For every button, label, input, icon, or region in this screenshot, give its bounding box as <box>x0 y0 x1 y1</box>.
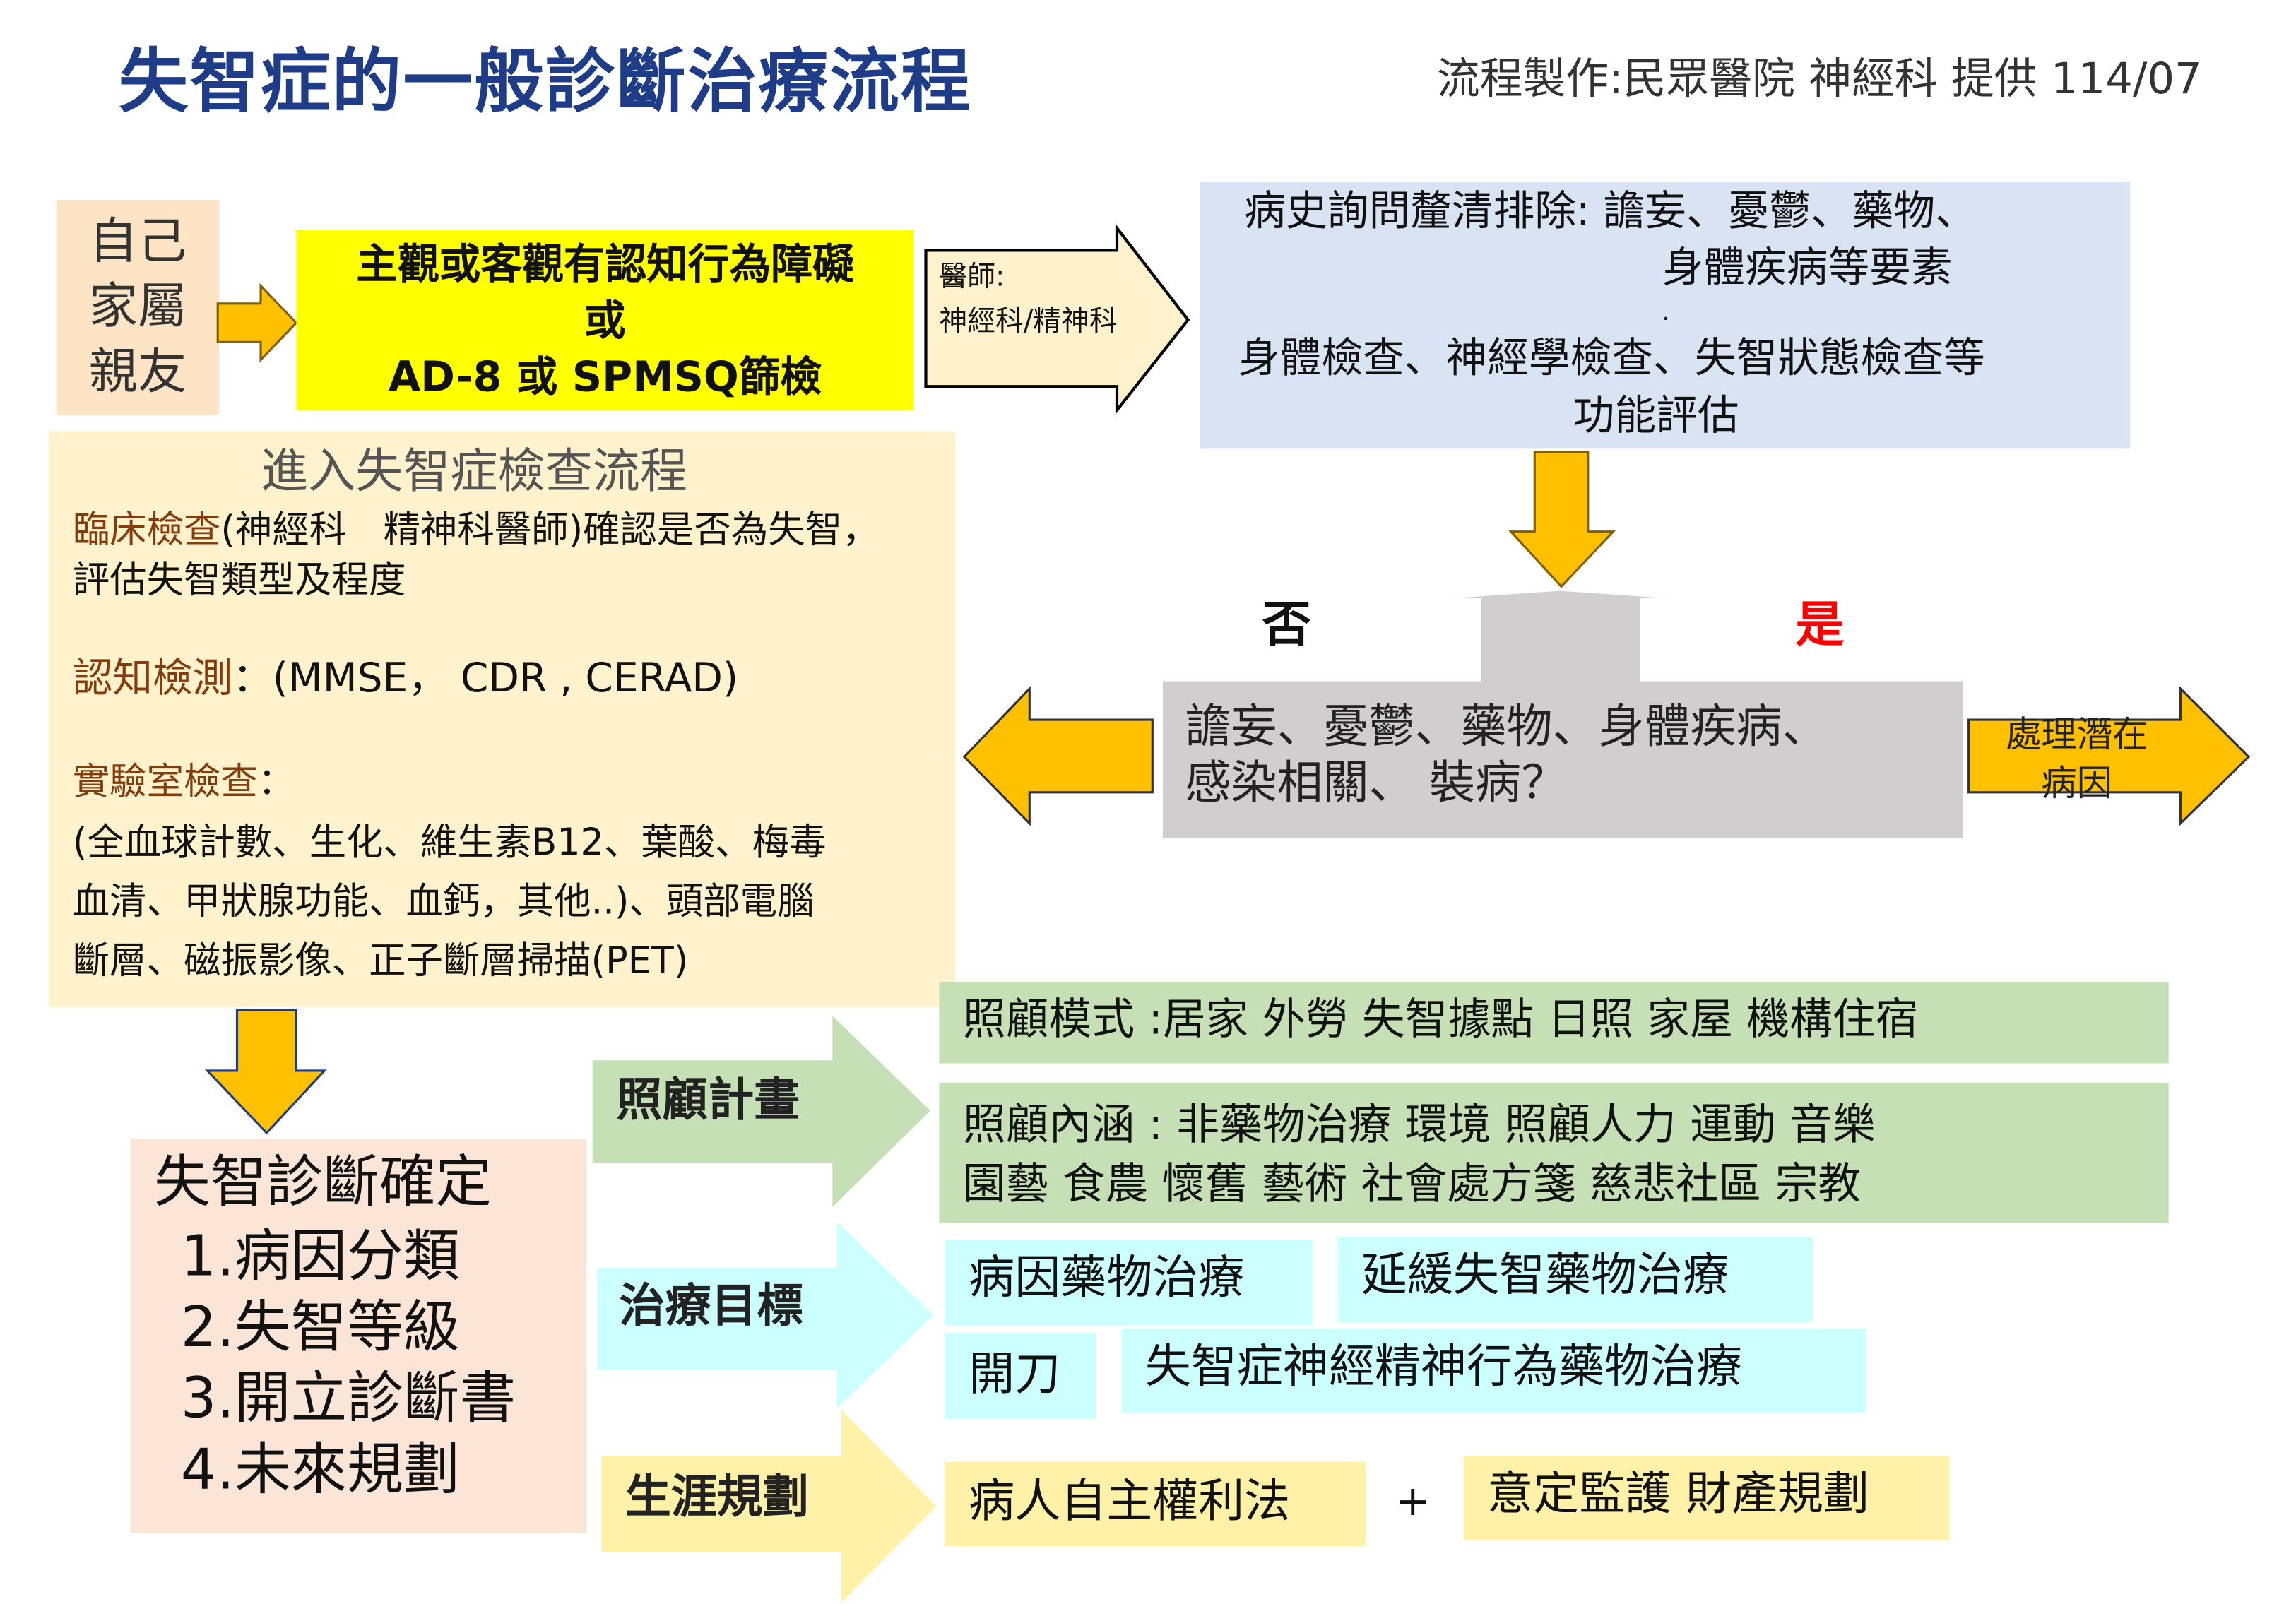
diagnosis-title: 失智診斷確定 <box>154 1149 492 1215</box>
clinical-label: 臨床檢查 <box>72 508 221 552</box>
plus-sign: + <box>1395 1476 1431 1526</box>
referral-doctor: 醫師: <box>939 261 1005 294</box>
treat-line2: 病因 <box>2041 762 2113 804</box>
arrow-down-icon <box>204 1009 327 1135</box>
care-mode: 照顧模式 :居家 外勞 失智據點 日照 家屋 機構住宿 <box>939 982 2169 1064</box>
history-box: 病史詢問釐清排除: 譫妄、憂鬱、藥物、 身體疾病等要素 . 身體檢查、神經學檢查… <box>1200 182 2131 449</box>
cognitive-line: 認知檢測：(MMSE， CDR , CERAD) <box>73 656 738 704</box>
decision-shape <box>1162 590 1963 838</box>
care-content-line2: 園藝 食農 懷舊 藝術 社會處方箋 慈悲社區 宗教 <box>962 1158 1862 1208</box>
who-box: 自己 家屬 親友 <box>56 200 220 415</box>
referral-dept: 神經科/精神科 <box>939 304 1118 338</box>
history-line1: 病史詢問釐清排除: 譫妄、憂鬱、藥物、 <box>1244 186 1977 236</box>
lab-label: 實驗室檢查 <box>72 759 258 803</box>
decision-no: 否 <box>1262 595 1311 653</box>
page-title: 失智症的一般診斷治療流程 <box>118 41 972 124</box>
lab-line: 實驗室檢查： <box>73 760 295 804</box>
clinical-line2: 評估失智類型及程度 <box>72 558 406 602</box>
who-self: 自己 <box>88 211 187 270</box>
symptom-box: 主觀或客觀有認知行為障礙 或 AD-8 或 SPMSQ篩檢 <box>296 230 914 410</box>
history-line3: 身體檢查、神經學檢查、失智狀態檢查等 <box>1238 333 1985 382</box>
life-plan-arrow <box>601 1410 937 1603</box>
who-family: 家屬 <box>88 277 187 335</box>
treat-cause-text: 處理潛在 病因 <box>1985 711 2169 808</box>
care-content-line1: 照顧內涵 : 非藥物治療 環境 照顧人力 運動 音樂 <box>962 1098 1876 1150</box>
arrow-right-icon <box>216 283 298 363</box>
lab-colon: ： <box>257 759 295 803</box>
diagnosis-item: 4.未來規劃 <box>180 1436 460 1502</box>
history-dot: . <box>1662 297 1670 326</box>
life-plan-label: 生涯規劃 <box>625 1471 809 1524</box>
who-friends: 親友 <box>88 342 187 400</box>
diagnosis-item: 3.開立診斷書 <box>180 1365 516 1431</box>
treatment-item: 失智症神經精神行為藥物治療 <box>1121 1328 1866 1413</box>
treatment-item: 延緩失智藥物治療 <box>1337 1236 1813 1323</box>
care-label: 照顧計畫 <box>616 1074 800 1127</box>
history-line4: 功能評估 <box>1573 391 1739 440</box>
symptom-line: 主觀或客觀有認知行為障礙 <box>356 239 854 289</box>
treatment-item: 開刀 <box>945 1333 1096 1419</box>
history-line2: 身體疾病等要素 <box>1662 242 1953 292</box>
diagnosis-box: 失智診斷確定 1.病因分類 2.失智等級 3.開立診斷書 4.未來規劃 <box>130 1139 587 1533</box>
lab-item: 血清、甲狀腺功能、血鈣，其他..)、頭部電腦 <box>72 879 815 923</box>
screening-line: AD-8 或 SPMSQ篩檢 <box>388 352 822 402</box>
exam-title: 進入失智症檢查流程 <box>261 442 687 499</box>
lab-item: (全血球計數、生化、維生素B12、葉酸、梅毒 <box>72 820 827 864</box>
symptom-or: 或 <box>584 296 626 345</box>
lab-item: 斷層、磁振影像、正子斷層掃描(PET) <box>72 939 689 982</box>
treat-cause-arrow <box>1967 686 2251 826</box>
cognitive-text: ：(MMSE， CDR , CERAD) <box>232 655 739 702</box>
credit-text: 流程製作:民眾醫院 神經科 提供 114/07 <box>1436 53 2202 104</box>
arrow-left-icon <box>962 686 1154 826</box>
question-line1: 譫妄、憂鬱、藥物、身體疾病、 <box>1185 700 1828 754</box>
decision-yes: 是 <box>1795 595 1845 653</box>
diagnosis-item: 1.病因分類 <box>180 1223 460 1289</box>
referral-arrow <box>924 223 1190 415</box>
clinical-line: 臨床檢查(神經科 精神科醫師)確認是否為失智， <box>73 508 880 552</box>
arrow-down-icon <box>1508 450 1616 588</box>
question-line2: 感染相關、 裝病？ <box>1185 756 1568 810</box>
exam-box: 進入失智症檢查流程 臨床檢查(神經科 精神科醫師)確認是否為失智， 評估失智類型… <box>49 431 956 1007</box>
care-arrow <box>592 1016 930 1207</box>
diagnosis-item: 2.失智等級 <box>180 1294 460 1360</box>
patient-autonomy-act: 病人自主權利法 <box>945 1461 1366 1547</box>
treat-line1: 處理潛在 <box>2006 713 2148 756</box>
decision-question: 譫妄、憂鬱、藥物、身體疾病、 感染相關、 裝病？ <box>1185 699 1828 812</box>
cognitive-label: 認知檢測 <box>72 655 233 702</box>
treatment-item: 病因藥物治療 <box>945 1240 1313 1326</box>
guardianship-planning: 意定監護 財產規劃 <box>1463 1456 1950 1540</box>
treatment-arrow <box>597 1221 933 1409</box>
treatment-label: 治療目標 <box>619 1279 803 1333</box>
clinical-text: (神經科 精神科醫師)確認是否為失智， <box>220 508 880 552</box>
care-content: 照顧內涵 : 非藥物治療 環境 照顧人力 運動 音樂 園藝 食農 懷舊 藝術 社… <box>939 1082 2169 1223</box>
referral-text: 醫師: 神經科/精神科 <box>939 255 1117 344</box>
